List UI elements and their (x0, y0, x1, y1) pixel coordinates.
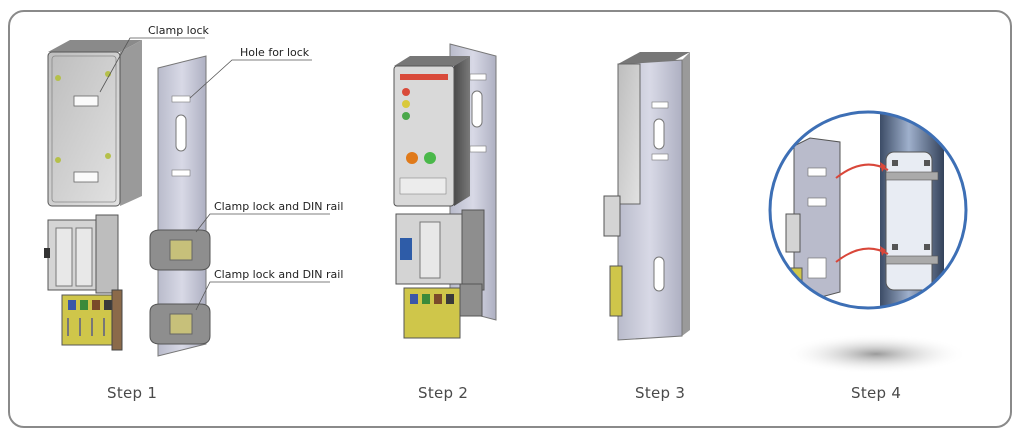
callout-clamp-lock-din-lower: Clamp lock and DIN rail (214, 268, 344, 281)
step1-breaker (44, 214, 119, 294)
callout-clamp-lock: Clamp lock (148, 24, 209, 37)
callout-hole-for-lock: Hole for lock (240, 46, 310, 59)
step3-assembly (603, 52, 690, 341)
step1-clamp-lock-upper (149, 229, 211, 271)
step4-magnified-view (770, 112, 966, 308)
step2-terminal-block (403, 283, 483, 339)
step-label-2: Step 2 (418, 384, 469, 402)
step1-terminal-block (61, 289, 123, 351)
step4-magnifier-ring (768, 110, 968, 310)
callout-leaders (99, 37, 330, 311)
step2-breaker (395, 209, 485, 291)
callout-clamp-lock-din-upper: Clamp lock and DIN rail (214, 200, 344, 213)
step-label-4: Step 4 (851, 384, 902, 402)
step1-enclosure (47, 40, 142, 207)
step1-clamp-lock-lower (149, 303, 211, 345)
step4-shadow (784, 334, 968, 374)
step-label-1: Step 1 (107, 384, 158, 402)
step-label-3: Step 3 (635, 384, 686, 402)
step2-enclosure (393, 56, 470, 207)
